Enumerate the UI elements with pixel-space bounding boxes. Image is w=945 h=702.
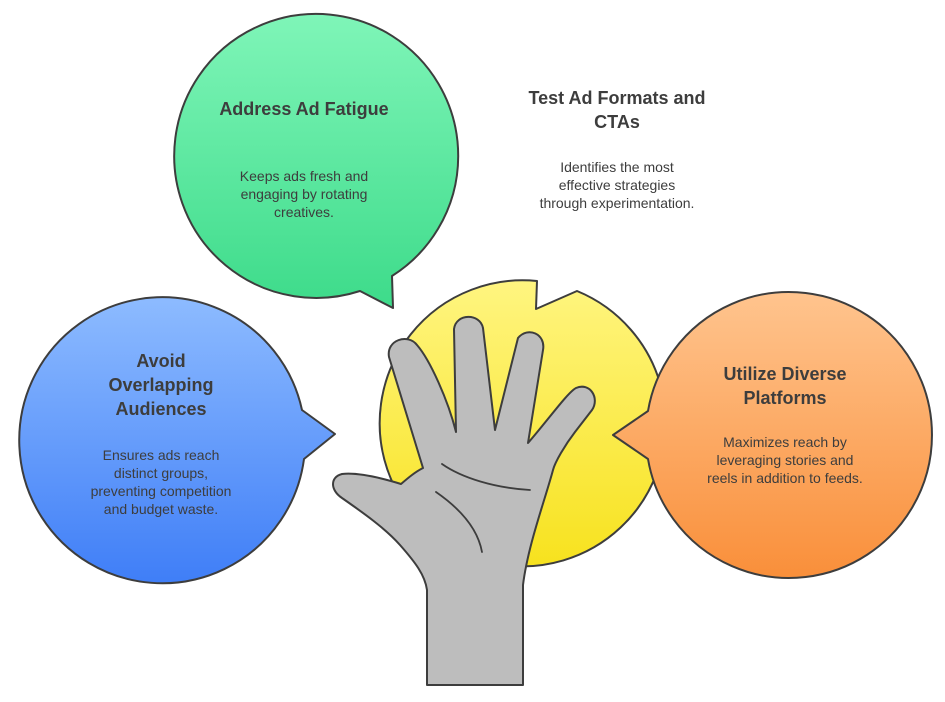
formats-title: Test Ad Formats and CTAs bbox=[528, 88, 706, 132]
fatigue-description: Keeps ads fresh and engaging by rotating… bbox=[239, 168, 369, 220]
platforms-description: Maximizes reach by leveraging stories an… bbox=[707, 434, 863, 486]
palm-line-upper bbox=[441, 463, 531, 491]
platforms-bubble bbox=[612, 291, 933, 579]
fatigue-bubble bbox=[173, 12, 460, 309]
platforms-title: Utilize Diverse Platforms bbox=[723, 364, 847, 408]
palm-line-lower bbox=[435, 491, 483, 553]
hand-shape bbox=[332, 315, 596, 686]
audiences-description: Ensures ads reach distinct groups, preve… bbox=[90, 447, 232, 517]
audiences-title: Avoid Overlapping Audiences bbox=[108, 351, 214, 419]
formats-description: Identifies the most effective strategies… bbox=[539, 159, 695, 211]
hand-icon bbox=[332, 315, 596, 686]
fatigue-title: Address Ad Fatigue bbox=[219, 99, 389, 119]
audiences-bubble bbox=[18, 296, 336, 585]
